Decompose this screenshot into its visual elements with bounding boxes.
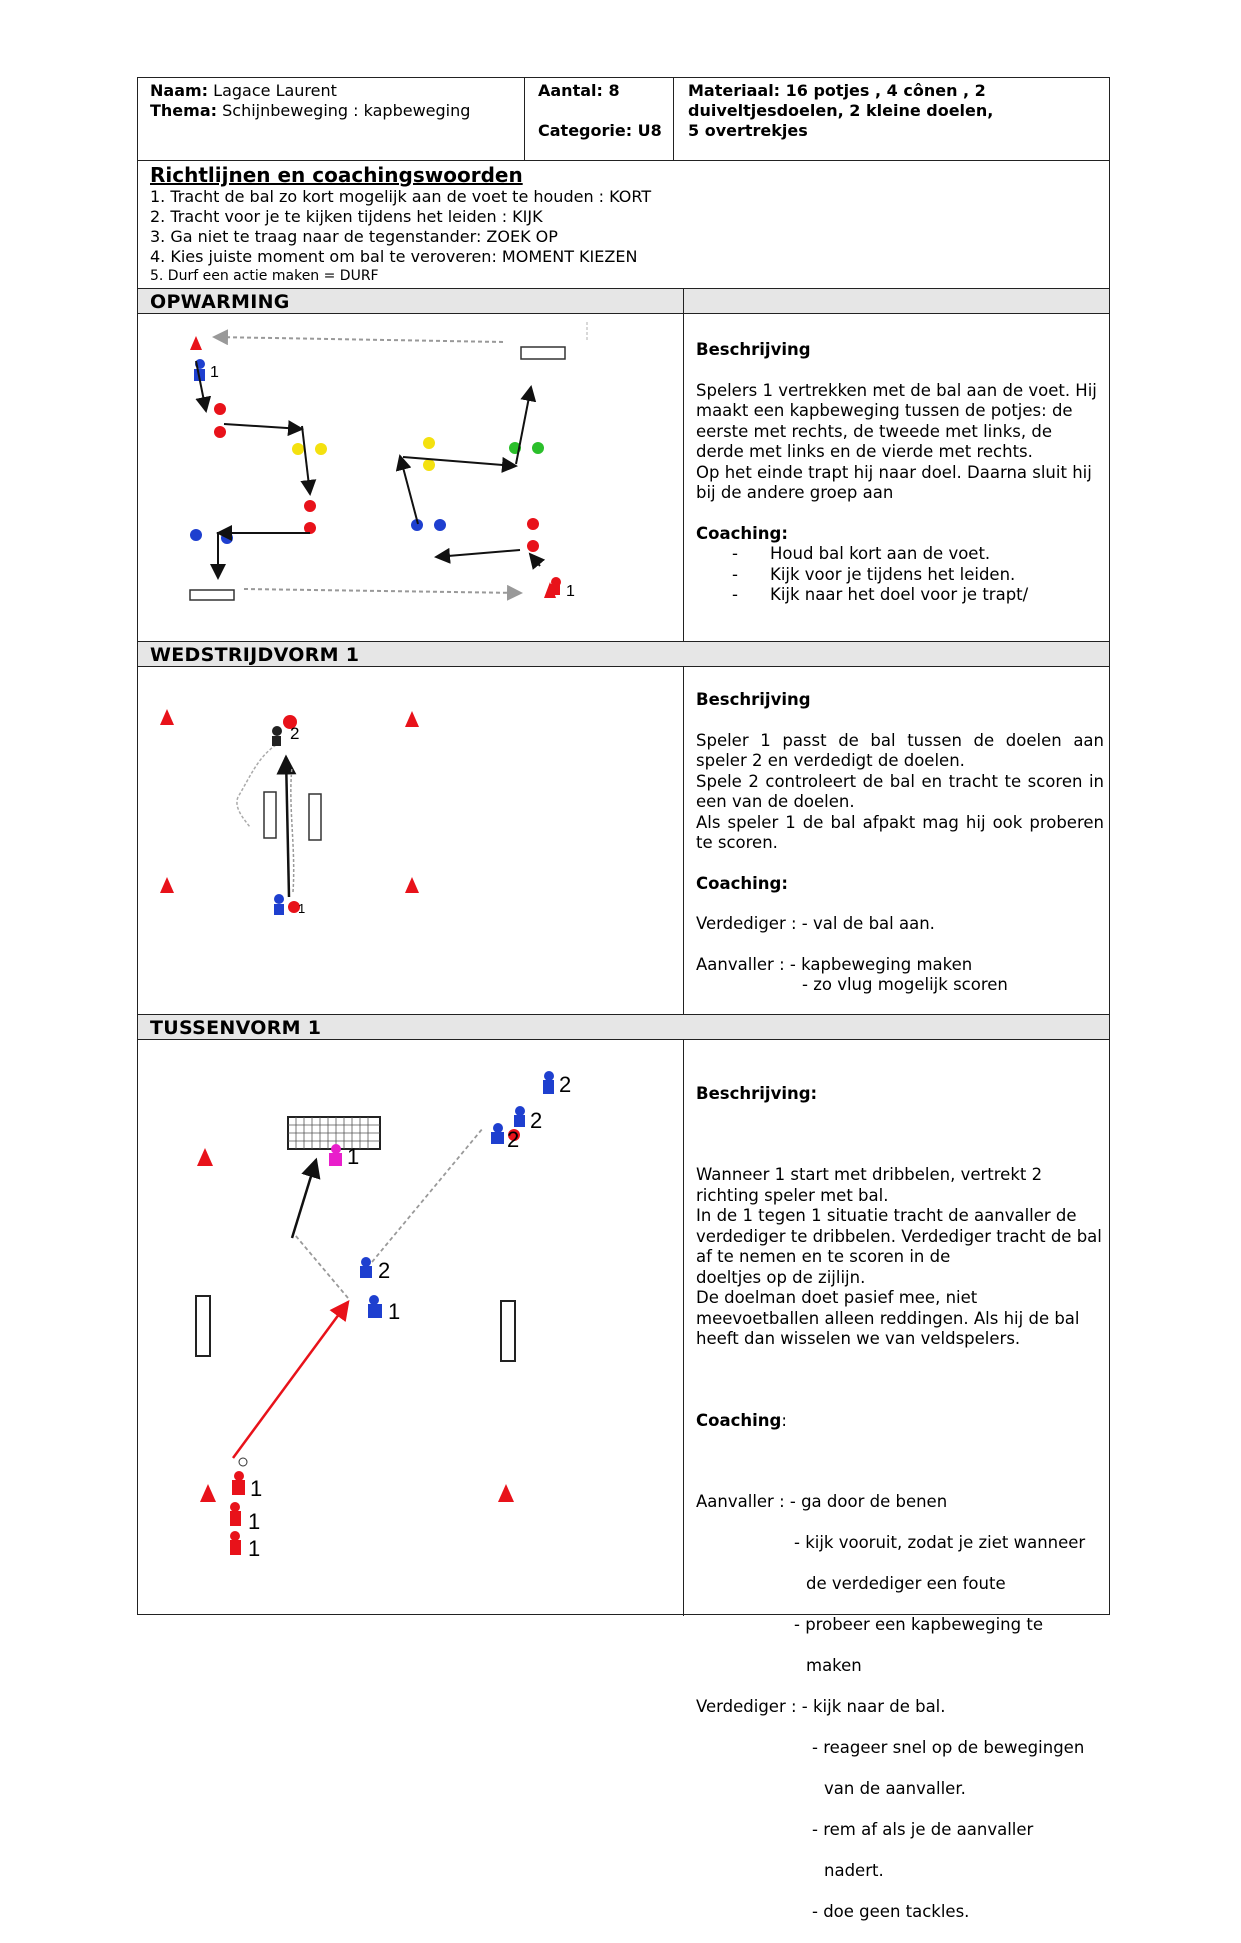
thema-label: Thema:: [150, 101, 218, 120]
divider: [138, 160, 1109, 161]
player-number: 1: [248, 1536, 260, 1561]
player-number: 1: [347, 1144, 359, 1169]
divider: [673, 78, 674, 160]
guideline-item: 4. Kies juiste moment om bal te verovere…: [150, 247, 638, 266]
player-number: 1: [298, 901, 305, 916]
player-icon: [550, 577, 561, 595]
coaching-label: Coaching:: [696, 523, 788, 543]
coaching-label: Coaching:: [696, 873, 788, 893]
coaching-label: Coaching: [696, 1410, 782, 1430]
coaching-verdediger: Verdediger : - kijk naar de bal.: [696, 1697, 946, 1716]
player-icon: [360, 1257, 372, 1278]
opwarming-description: Beschrijving Spelers 1 vertrekken met de…: [696, 340, 1104, 606]
coaching-line: - probeer een kapbeweging te: [794, 1615, 1043, 1634]
naam-value: Lagace Laurent: [213, 81, 337, 100]
materiaal-line-1: Materiaal: 16 potjes , 4 cônen , 2: [688, 81, 986, 100]
player-number: 2: [378, 1258, 390, 1283]
player-number: 1: [248, 1509, 260, 1534]
naam-field: Naam: Lagace Laurent: [150, 81, 337, 101]
beschrijving-label: Beschrijving: [696, 690, 811, 709]
guideline-item: 3. Ga niet te traag naar de tegenstander…: [150, 227, 558, 246]
opwarming-diagram: 1 1: [189, 322, 588, 601]
tussenvorm-description: Beschrijving: Wanneer 1 start met dribbe…: [696, 1063, 1104, 1943]
wedstrijdvorm-description: Beschrijving Speler 1 passt de bal tusse…: [696, 690, 1104, 996]
coaching-line: - reageer snel op de bewegingen: [812, 1738, 1085, 1757]
player-number: 2: [290, 724, 299, 743]
section-title: TUSSENVORM 1: [150, 1017, 322, 1039]
coaching-verdediger: Verdediger : - val de bal aan.: [696, 914, 935, 933]
coaching-colon: :: [781, 1410, 787, 1430]
coaching-line: - kijk vooruit, zodat je ziet wanneer: [794, 1533, 1086, 1552]
player-icon: [543, 1071, 554, 1094]
coaching-line: - rem af als je de aanvaller: [812, 1820, 1034, 1839]
thema-value: Schijnbeweging : kapbeweging: [222, 101, 471, 120]
materiaal-line-3: 5 overtrekjes: [688, 121, 808, 140]
player-icon: [368, 1295, 382, 1318]
description-text: Als speler 1 de bal afpakt mag hij ook p…: [696, 812, 1104, 853]
description-text: Wanneer 1 start met dribbelen, vertrekt …: [696, 1165, 1102, 1348]
beschrijving-label: Beschrijving: [696, 340, 811, 359]
section-header-tussenvorm: TUSSENVORM 1: [138, 1014, 1109, 1040]
tussenvorm-diagram: 1 2 2 2 2 1 1 1 1: [195, 1071, 571, 1561]
column-divider: [683, 288, 684, 1616]
player-icon: [329, 1144, 342, 1166]
guideline-item: 2. Tracht voor je te kijken tijdens het …: [150, 207, 543, 226]
player-number: 1: [388, 1299, 400, 1324]
player-icon: [514, 1106, 525, 1127]
player-icon: [232, 1471, 245, 1495]
description-text: Spelers 1 vertrekken met de bal aan de v…: [696, 380, 1097, 462]
player-icon: [230, 1502, 241, 1526]
player-icon: [230, 1531, 241, 1555]
coaching-line: - doe geen tackles.: [812, 1902, 970, 1921]
description-text: Speler 1 passt de bal tussen de doelen a…: [696, 730, 1104, 771]
coaching-line: maken: [806, 1656, 862, 1675]
materiaal-line-2: duiveltjesdoelen, 2 kleine doelen,: [688, 101, 994, 120]
coaching-item: -Kijk voor je tijdens het leiden.: [732, 564, 1016, 584]
player-icon: [491, 1123, 504, 1144]
player-icon: [274, 894, 284, 915]
coaching-line: de verdediger een foute: [806, 1574, 1006, 1593]
session-sheet: Naam: Lagace Laurent Thema: Schijnbewegi…: [137, 77, 1110, 1921]
player-number: 2: [530, 1108, 542, 1133]
guidelines: Richtlijnen en coachingswoorden 1. Trach…: [150, 163, 651, 285]
player-number: 1: [250, 1476, 262, 1501]
naam-label: Naam:: [150, 81, 209, 100]
section-title: OPWARMING: [150, 291, 290, 313]
aantal-field: Aantal: 8: [538, 81, 620, 100]
player-number: 1: [210, 364, 219, 381]
divider: [524, 78, 525, 160]
categorie-field: Categorie: U8: [538, 121, 662, 140]
coaching-item: -Houd bal kort aan de voet.: [732, 544, 991, 563]
description-text: Spele 2 controleert de bal en tracht te …: [696, 771, 1104, 812]
player-number: 1: [566, 583, 575, 600]
coaching-line: van de aanvaller.: [824, 1779, 966, 1798]
player-number: 2: [507, 1127, 519, 1152]
guideline-item: 5. Durf een actie maken = DURF: [150, 268, 379, 284]
wedstrijdvorm-diagram: 2 1: [160, 709, 419, 916]
coaching-aanvaller: Aanvaller : - kapbeweging maken: [696, 954, 973, 974]
thema-field: Thema: Schijnbeweging : kapbeweging: [150, 101, 470, 121]
coaching-line: nadert.: [824, 1861, 884, 1880]
coaching-aanvaller: Aanvaller : - ga door de benen: [696, 1492, 948, 1511]
section-header-wedstrijdvorm: WEDSTRIJDVORM 1: [138, 641, 1109, 667]
beschrijving-label: Beschrijving:: [696, 1083, 818, 1103]
coaching-item: -Kijk naar het doel voor je trapt/: [732, 585, 1029, 604]
player-icon: [272, 726, 282, 746]
section-title: WEDSTRIJDVORM 1: [150, 644, 360, 666]
coaching-heading: Coaching:: [696, 1411, 1104, 1432]
guideline-item: 1. Tracht de bal zo kort mogelijk aan de…: [150, 187, 652, 206]
section-header-opwarming: OPWARMING: [138, 288, 1109, 314]
player-number: 2: [559, 1072, 571, 1097]
description-text: Op het einde trapt hij naar doel. Daarna…: [696, 462, 1092, 503]
guidelines-title: Richtlijnen en coachingswoorden: [150, 163, 523, 187]
coaching-aanvaller: - zo vlug mogelijk scoren: [802, 975, 1008, 994]
